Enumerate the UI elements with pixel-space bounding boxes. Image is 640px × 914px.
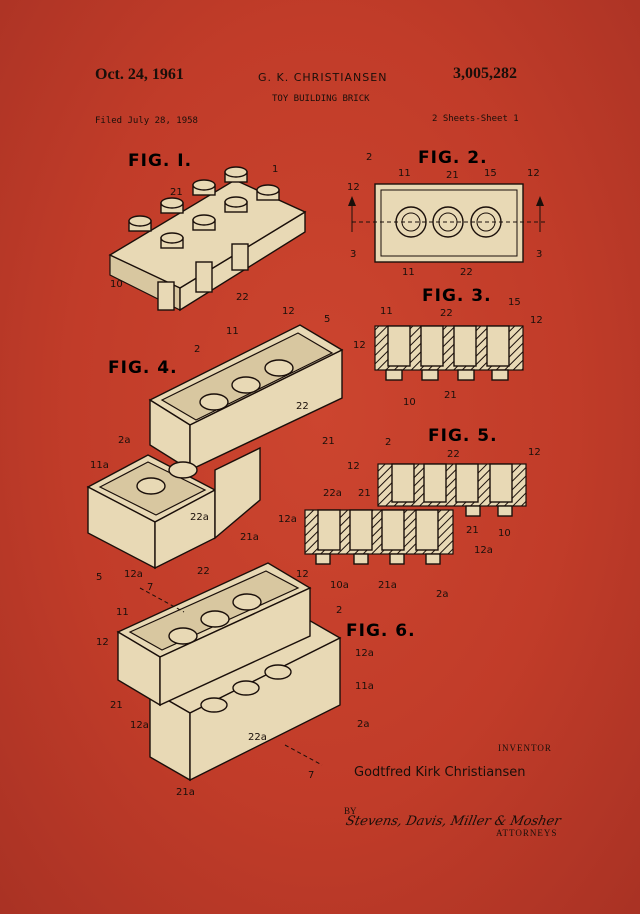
fig6-ref-7: 11a [355,681,374,692]
fig4-ref-10: 12a [124,569,143,580]
fig4-ref-1: 5 [324,314,330,325]
fig4-ref-4: 22 [296,401,309,412]
inventor-header: G. K. CHRISTIANSEN [258,71,388,84]
stud-5 [192,179,216,196]
fig6-ref-12: 7 [308,770,314,781]
stud-1 [192,214,216,231]
fig3-ref-3: 12 [353,340,366,351]
inventor-label: INVENTOR [498,743,552,753]
patent-title: TOY BUILDING BRICK [272,94,370,104]
fig4-ref-0: 12 [282,306,295,317]
fig5-ref-9: 12a [474,545,493,556]
fig6-ref-4: 2 [336,605,342,616]
fig6-ref-1: 22 [197,566,210,577]
fig4-ref-2: 11 [226,326,239,337]
fig3-ref-4: 12 [530,315,543,326]
fig6-ref-6: 12a [355,648,374,659]
fig6-ref-0: 7 [147,582,153,593]
fig1-ref-2: 10 [110,279,123,290]
fig3-ref-0: 11 [380,306,393,317]
by-label: BY [344,806,357,816]
fig6-drawing [116,562,342,782]
fig6-title: FIG. 6. [346,621,416,641]
fig3-ref-1: 22 [440,308,453,319]
fig3-ref-5: 10 [403,397,416,408]
fig2-ref-2: 21 [446,170,459,181]
stud-7 [256,184,280,201]
stud-2 [224,196,248,213]
fig1-ref-0: 1 [272,164,278,175]
fig4-ref-8: 22a [190,512,209,523]
fig5-ref-10: 10a [330,580,349,591]
fig2-ref-1: 11 [398,168,411,179]
fig5-ref-4: 22a [323,488,342,499]
fig2-drawing [348,183,546,263]
fig5-ref-5: 21 [358,488,371,499]
fig6-ref-11: 2a [357,719,370,730]
fig5-ref-0: 2 [385,437,391,448]
attorney-signature: Stevens, Davis, Miller & Mosher [344,814,563,829]
fig4-ref-7: 11a [90,460,109,471]
stud-4 [160,197,184,214]
fig5-ref-8: 10 [498,528,511,539]
fig3-drawing [374,325,524,381]
filed-date: Filed July 28, 1958 [95,116,198,126]
fig4-ref-9: 21a [240,532,259,543]
fig1-ref-3: 22 [236,292,249,303]
fig5-ref-2: 12 [528,447,541,458]
fig2-ref-7: 3 [536,249,542,260]
fig5-ref-3: 12 [347,461,360,472]
fig2-ref-4: 12 [347,182,360,193]
fig2-ref-6: 3 [350,249,356,260]
attorneys-label: ATTORNEYS [496,828,558,838]
fig4-drawing [86,324,344,570]
fig2-ref-0: 2 [366,152,372,163]
fig5-ref-1: 22 [447,449,460,460]
fig2-ref-3: 15 [484,168,497,179]
fig6-ref-10: 22a [248,732,267,743]
fig3-ref-6: 21 [444,390,457,401]
inventor-name: Godtfred Kirk Christiansen [354,765,526,780]
fig2-title: FIG. 2. [418,148,488,168]
fig1-drawing [108,166,307,312]
fig4-ref-5: 21 [322,436,335,447]
fig5-ref-11: 21a [378,580,397,591]
fig4-title: FIG. 4. [108,358,178,378]
patent-date: Oct. 24, 1961 [95,66,184,83]
patent-number: 3,005,282 [453,65,517,82]
fig1-ref-1: 21 [170,187,183,198]
stud-6 [224,166,248,183]
fig3-ref-2: 15 [508,297,521,308]
fig6-ref-5: 12 [96,637,109,648]
fig5-drawing [304,463,527,565]
fig5-ref-12: 2a [436,589,449,600]
stud-3 [128,215,152,232]
fig5-ref-7: 21 [466,525,479,536]
fig6-ref-13: 21a [176,787,195,798]
fig5-title: FIG. 5. [428,426,498,446]
fig2-ref-9: 22 [460,267,473,278]
fig6-ref-2: 12 [296,569,309,580]
fig4-ref-11: 5 [96,572,102,583]
fig2-ref-5: 12 [527,168,540,179]
fig4-ref-6: 2a [118,435,131,446]
fig2-ref-8: 11 [402,267,415,278]
fig3-title: FIG. 3. [422,286,492,306]
fig6-ref-9: 12a [130,720,149,731]
fig6-ref-3: 11 [116,607,129,618]
fig4-ref-3: 2 [194,344,200,355]
fig5-ref-6: 12a [278,514,297,525]
fig6-ref-8: 21 [110,700,123,711]
fig1-title: FIG. I. [128,151,192,171]
stud-0 [160,232,184,249]
sheet-count: 2 Sheets-Sheet 1 [432,114,519,124]
